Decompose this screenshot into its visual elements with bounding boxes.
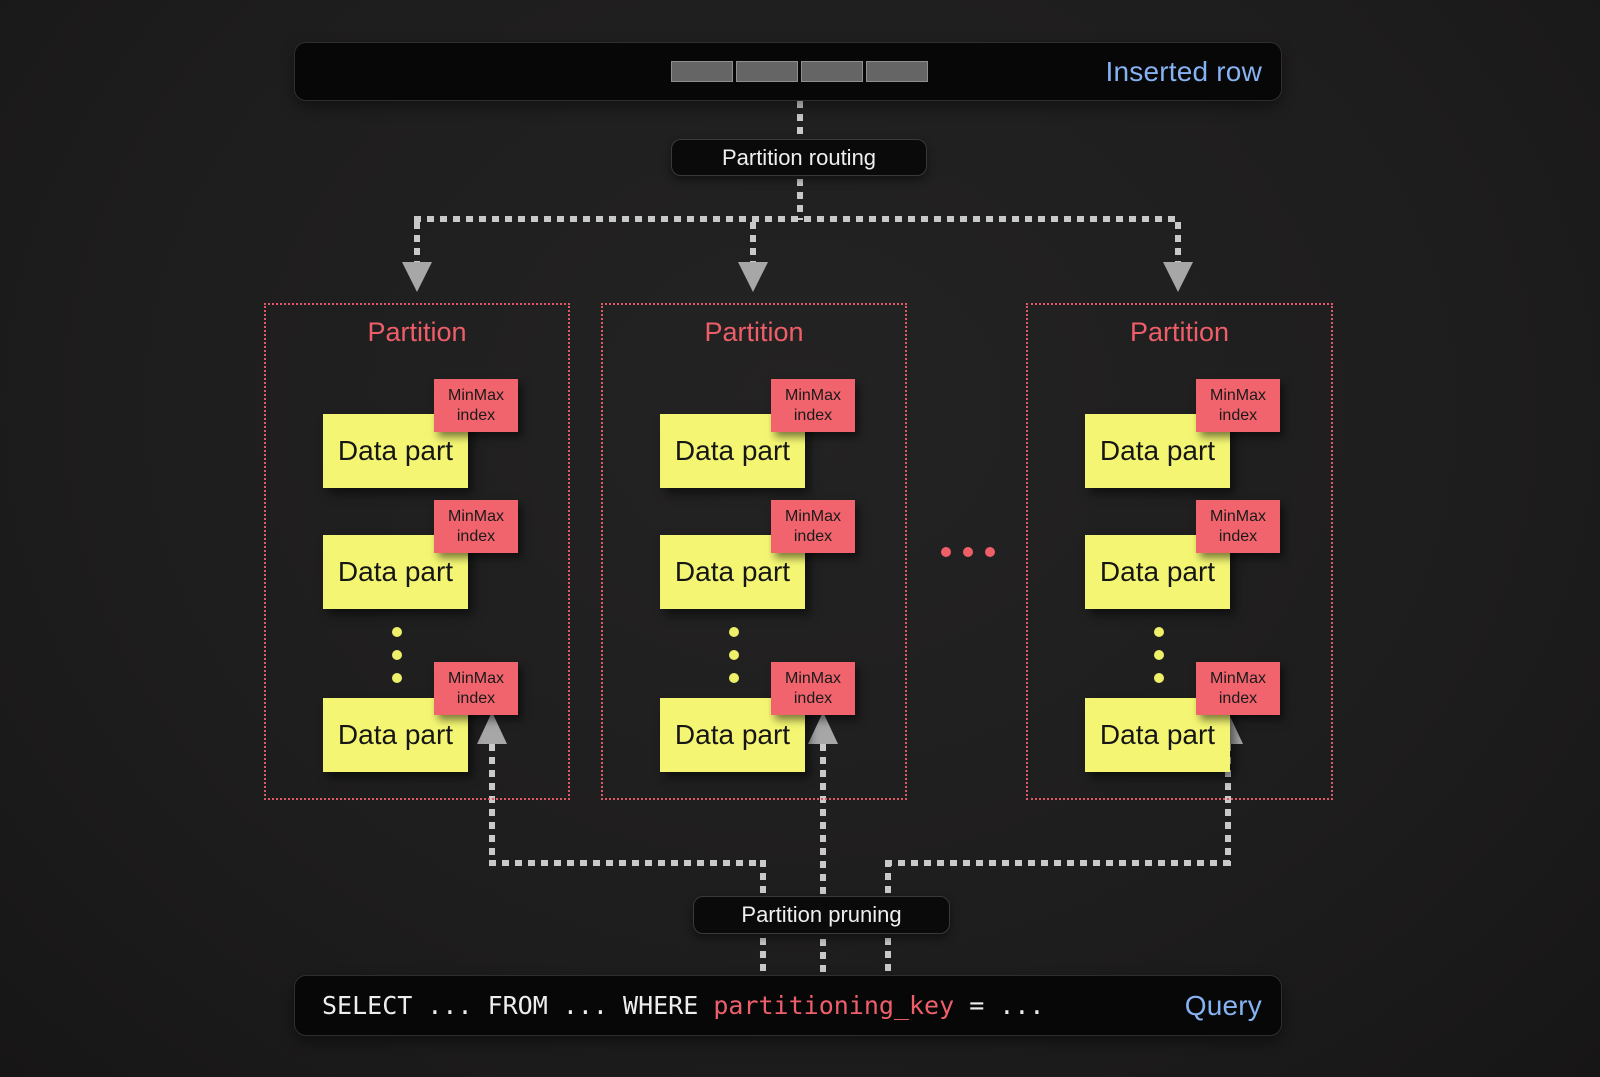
routing-drop-line-center: [750, 222, 756, 264]
partition-title: Partition: [367, 317, 467, 347]
minmax-index-tag: MinMax index: [771, 379, 855, 432]
sql-partitioning-key: partitioning_key: [713, 991, 955, 1020]
partition-pruning-label: Partition pruning: [693, 896, 950, 934]
inserted-row-cells: [671, 61, 928, 82]
more-parts-ellipsis-icon: [729, 627, 739, 683]
routing-branch-line: [414, 216, 1181, 222]
sql-suffix: = ...: [954, 991, 1045, 1020]
minmax-index-tag: MinMax index: [434, 662, 518, 715]
arrow-down-icon: [1163, 262, 1193, 292]
minmax-index-tag: MinMax index: [434, 500, 518, 553]
pruning-line-right-riser: [1225, 744, 1231, 866]
data-part-box: Data part: [323, 535, 468, 609]
minmax-index-tag: MinMax index: [1196, 662, 1280, 715]
routing-drop-line-right: [1175, 222, 1181, 264]
query-bar: SELECT ... FROM ... WHERE partitioning_k…: [294, 975, 1282, 1036]
pruning-line-right-horizontal: [885, 860, 1231, 866]
pruning-line-center: [820, 744, 826, 975]
more-parts-ellipsis-icon: [392, 627, 402, 683]
row-cell: [736, 61, 798, 82]
minmax-index-tag: MinMax index: [771, 662, 855, 715]
inserted-row-bar: Inserted row: [294, 42, 1282, 101]
partition-routing-label: Partition routing: [671, 139, 927, 176]
arrow-down-icon: [402, 262, 432, 292]
inserted-row-label: Inserted row: [1105, 55, 1262, 87]
sql-query-text: SELECT ... FROM ... WHERE partitioning_k…: [322, 976, 1044, 1035]
minmax-index-tag: MinMax index: [1196, 500, 1280, 553]
more-parts-ellipsis-icon: [1154, 627, 1164, 683]
pruning-line-left-horizontal: [489, 860, 766, 866]
minmax-index-tag: MinMax index: [434, 379, 518, 432]
pruning-line-left-riser: [489, 744, 495, 866]
row-cell: [866, 61, 928, 82]
minmax-index-tag: MinMax index: [771, 500, 855, 553]
partition-title: Partition: [1129, 317, 1230, 347]
partition-title: Partition: [704, 317, 804, 347]
more-partitions-ellipsis-icon: [941, 547, 995, 557]
query-label: Query: [1184, 989, 1262, 1021]
minmax-index-tag: MinMax index: [1196, 379, 1280, 432]
partition-box-2: Partition MinMax index Data part MinMax …: [601, 303, 907, 800]
arrow-down-icon: [738, 262, 768, 292]
partition-box-3: Partition MinMax index Data part MinMax …: [1026, 303, 1333, 800]
sql-prefix: SELECT ... FROM ... WHERE: [322, 991, 714, 1020]
row-cell: [671, 61, 733, 82]
routing-drop-line-left: [414, 222, 420, 264]
data-part-box: Data part: [1085, 535, 1230, 609]
partition-box-1: Partition MinMax index Data part MinMax …: [264, 303, 570, 800]
row-cell: [801, 61, 863, 82]
